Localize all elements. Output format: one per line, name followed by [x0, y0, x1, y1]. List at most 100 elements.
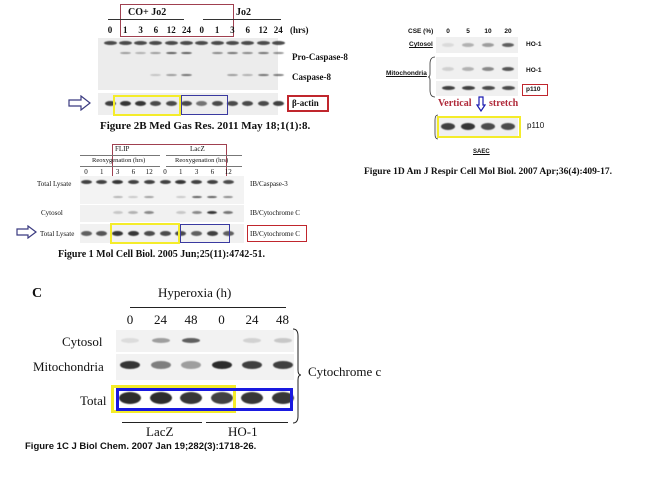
caption: Figure 1C J Biol Chem. 2007 Jan 19;282(3… [25, 441, 257, 452]
blot-band [272, 361, 293, 369]
blot-band [272, 52, 284, 54]
blot-band [226, 101, 238, 106]
row-label: Caspase-8 [292, 72, 332, 82]
row-label: Pro-Caspase-8 [292, 52, 348, 62]
lane-label: 48 [184, 312, 198, 327]
blot-band [462, 43, 474, 47]
highlight-box-maroon [203, 4, 233, 5]
highlight-box-yellow [113, 95, 181, 116]
blot-band [181, 74, 192, 76]
lane-label: 0 [84, 168, 88, 176]
divider [166, 155, 242, 156]
lane-label: 0 [199, 25, 205, 35]
lane-label: 24 [273, 25, 283, 35]
row-label: HO-1 [526, 67, 542, 74]
loading-label: β-actin [292, 98, 319, 108]
arrow-right-icon [68, 95, 91, 111]
highlight-box-yellow [437, 116, 521, 138]
blot-band [135, 52, 147, 54]
lane-label: 0 [163, 168, 167, 176]
highlight-box-red [522, 84, 548, 96]
blot-band [134, 41, 148, 45]
blot-band [442, 67, 454, 71]
divider [108, 19, 184, 20]
sub-label: Reoxygenation (hrs) [92, 157, 146, 164]
panel-label: C [32, 286, 43, 301]
group-label: FLIP [115, 145, 130, 153]
blot-band [181, 101, 192, 106]
blot-band [149, 41, 163, 45]
blot-band [462, 67, 474, 71]
lane-label: 1 [123, 25, 128, 35]
blot-band [150, 101, 162, 106]
lane-label: 3 [115, 168, 120, 176]
blot-band [223, 196, 234, 198]
highlight-box-blue [181, 95, 228, 115]
cell-label: SAEC [473, 149, 490, 155]
blot-band [182, 338, 200, 343]
lane-label: 3 [230, 25, 235, 35]
blot-band [196, 101, 208, 106]
highlight-box-red [247, 225, 307, 242]
highlight-box-blue [116, 388, 293, 411]
blot-band [226, 74, 238, 76]
annotation-text: Vertical [438, 98, 472, 109]
divider [206, 422, 288, 423]
lane-label: 20 [504, 28, 512, 35]
blot-band [181, 361, 201, 369]
blot-band [149, 392, 172, 404]
blot-band [222, 180, 234, 184]
blot-band [223, 211, 234, 214]
lane-label: 1 [100, 168, 104, 176]
lane-label: 0 [446, 28, 450, 35]
blot-band [242, 101, 254, 106]
blot-band [191, 231, 203, 236]
blot-band [150, 74, 162, 76]
row-label: IB/Cytochrome C [250, 209, 300, 217]
divider [203, 19, 281, 20]
row-label: IB/Cytochrome C [250, 230, 300, 238]
lane-label: 48 [276, 312, 289, 327]
lane-label: 10 [484, 28, 492, 35]
target-label: Cytochrome c [308, 364, 382, 379]
header-label: CSE (%) [408, 28, 434, 35]
divider [80, 166, 160, 167]
blot-band [96, 180, 108, 184]
blot-band [180, 41, 193, 45]
brace-icon [292, 328, 302, 424]
blot-band [120, 361, 140, 369]
blot-band [206, 231, 218, 236]
lane-label: 12 [224, 168, 232, 176]
blot-band [207, 211, 218, 214]
blot-band [144, 211, 155, 214]
caption: Figure 2B Med Gas Res. 2011 May 18;1(1):… [100, 120, 311, 132]
blot-band [80, 231, 92, 236]
group-label: Jo2 [236, 7, 251, 18]
sub-label: Reoxygenation (hrs) [175, 157, 229, 164]
blot-band [211, 101, 223, 106]
blot-band [501, 86, 515, 90]
row-label: Total [80, 393, 107, 408]
row-label: HO-1 [526, 41, 542, 48]
blot-band [211, 361, 232, 369]
lane-label: 12 [258, 25, 268, 35]
brace-icon [428, 56, 436, 98]
group-label: LacZ [146, 424, 174, 439]
highlight-box-yellow [111, 385, 236, 413]
blot-band [143, 180, 155, 184]
lane-label: 12 [145, 168, 153, 176]
blot-band [165, 74, 177, 76]
group-label: LacZ [190, 145, 205, 153]
lane-label: 1 [214, 25, 220, 35]
blot-band [226, 52, 238, 54]
blot-band [143, 231, 155, 236]
blot-band [121, 338, 139, 343]
mitochondria-label: Mitochondria [386, 70, 427, 77]
blot-band [191, 196, 202, 198]
blot-band [257, 74, 269, 76]
blot-band [175, 211, 186, 214]
blot-panel [436, 81, 518, 96]
blot-band [502, 67, 514, 71]
blot-band [210, 41, 224, 45]
blot-band [191, 211, 202, 214]
